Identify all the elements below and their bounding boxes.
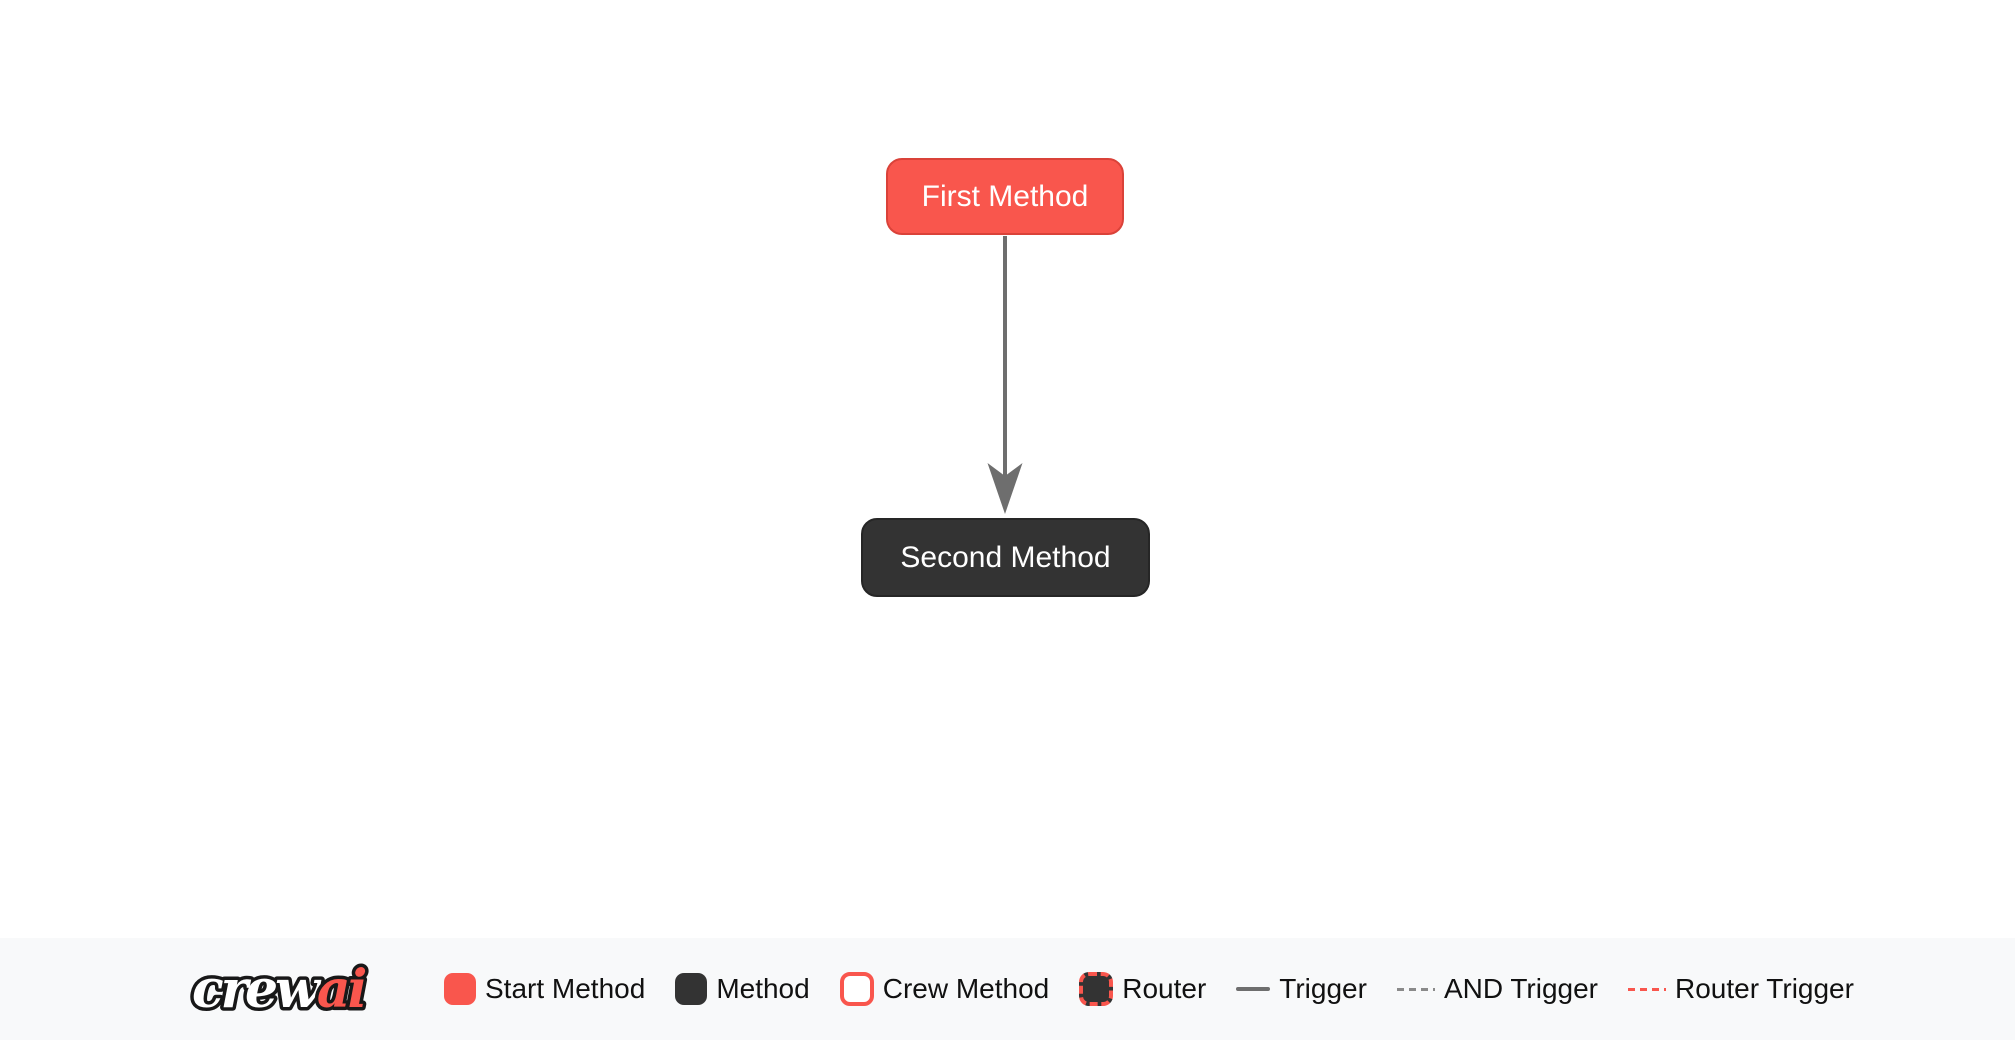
logo-ai-text: ai [317, 959, 366, 1020]
crew-method-swatch-icon [839, 972, 874, 1006]
and-trigger-line-icon [1396, 987, 1435, 991]
legend-item-method: Method [675, 973, 810, 1005]
legend-item-trigger: Trigger [1236, 973, 1367, 1005]
legend-label: Trigger [1279, 973, 1367, 1004]
crewai-logo-text: crewai [192, 959, 366, 1020]
router-trigger-line-icon [1627, 987, 1666, 991]
node-first-method-label: First Method [921, 179, 1089, 213]
logo-crew-text: crew [192, 959, 322, 1020]
node-first-method[interactable]: First Method [886, 158, 1124, 235]
legend-item-router: Router [1079, 972, 1206, 1006]
start-method-swatch-icon [444, 973, 476, 1005]
legend-label: Method [716, 973, 810, 1004]
node-second-method[interactable]: Second Method [861, 518, 1150, 597]
method-swatch-icon [675, 973, 708, 1005]
node-second-method-label: Second Method [900, 540, 1111, 574]
legend-label: Router [1122, 973, 1207, 1004]
legend-item-router-trigger: Router Trigger [1627, 973, 1854, 1005]
legend-label: AND Trigger [1443, 973, 1598, 1004]
legend-item-crew-method: Crew Method [839, 972, 1050, 1006]
crewai-logo: crewai [189, 956, 373, 1024]
flow-canvas[interactable]: First Method Second Method [0, 0, 2015, 938]
legend-label: Router Trigger [1674, 973, 1854, 1004]
legend-label: Start Method [485, 973, 646, 1004]
legend-label: Crew Method [882, 973, 1050, 1004]
legend-item-start-method: Start Method [444, 973, 645, 1005]
edge-arrowhead-icon [987, 463, 1023, 514]
legend-item-and-trigger: AND Trigger [1396, 973, 1598, 1005]
trigger-line-icon [1236, 987, 1271, 991]
legend-bar: crewai Start Method Method Crew Method R… [0, 938, 2015, 1040]
router-swatch-icon [1079, 972, 1114, 1006]
